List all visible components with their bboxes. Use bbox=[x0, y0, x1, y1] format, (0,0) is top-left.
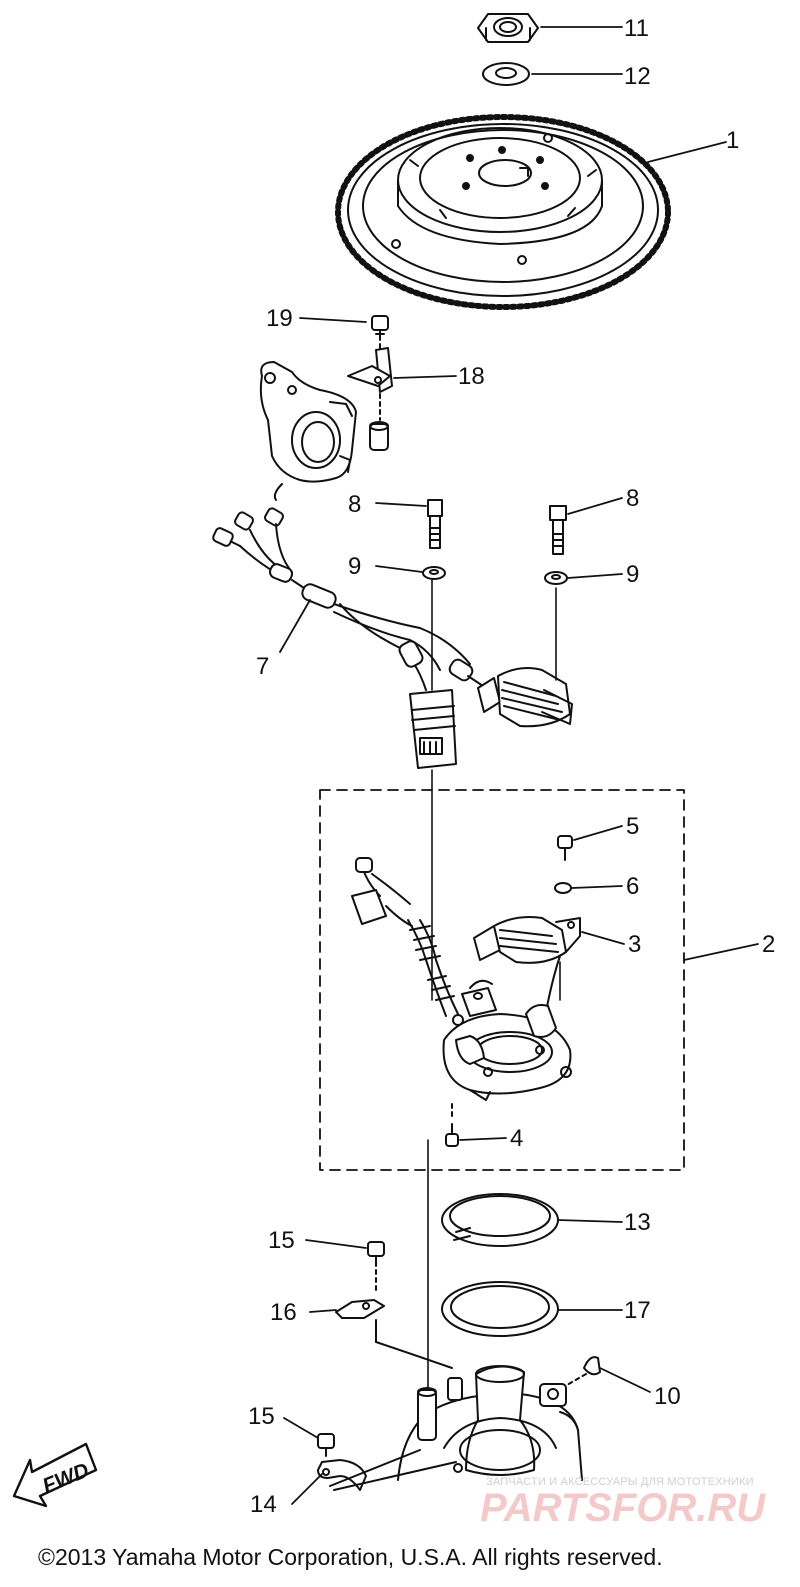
stator-assembly-box bbox=[319, 789, 685, 1171]
part-label-10: 10 bbox=[654, 1383, 681, 1410]
screw-part-15-lower bbox=[317, 1433, 335, 1457]
leader-lines bbox=[279, 26, 759, 1505]
washer-part-9-left bbox=[422, 566, 446, 580]
part-label-12: 12 bbox=[624, 63, 651, 90]
part-label-16: 16 bbox=[270, 1299, 297, 1326]
pulser-coil-upper bbox=[409, 689, 457, 769]
part-label-1: 1 bbox=[726, 127, 739, 154]
part-label-3: 3 bbox=[628, 931, 641, 958]
washer-part-9-right bbox=[544, 571, 568, 585]
part-label-15-lower: 15 bbox=[248, 1403, 275, 1430]
part-label-6: 6 bbox=[626, 873, 639, 900]
washer-part bbox=[482, 62, 530, 86]
flywheel-part bbox=[335, 114, 671, 310]
screw-part-15-upper bbox=[367, 1241, 385, 1291]
part-label-9-right: 9 bbox=[626, 561, 639, 588]
charge-coil-part-3 bbox=[473, 916, 581, 964]
part-label-2: 2 bbox=[762, 931, 775, 958]
bolt-part-8-right bbox=[549, 505, 567, 555]
crankcase-base bbox=[397, 1365, 583, 1481]
washer-part-6 bbox=[554, 882, 572, 894]
clip-part-16 bbox=[335, 1299, 453, 1369]
fwd-direction-arrow bbox=[12, 1442, 98, 1508]
part-label-15-upper: 15 bbox=[268, 1227, 295, 1254]
nut-part bbox=[477, 13, 539, 43]
part-label-9-left: 9 bbox=[348, 553, 361, 580]
part-label-8-right: 8 bbox=[626, 485, 639, 512]
part-label-7: 7 bbox=[256, 653, 269, 680]
ring-part-13 bbox=[441, 1193, 559, 1247]
part-label-14: 14 bbox=[250, 1491, 277, 1518]
screw-part-5 bbox=[557, 835, 573, 861]
charge-coil-upper bbox=[477, 667, 573, 728]
screw-part-4 bbox=[445, 1103, 459, 1147]
part-number-labels: 11 12 1 19 18 8 8 9 9 7 5 6 3 2 4 13 15 … bbox=[248, 15, 775, 1518]
ring-part-17 bbox=[441, 1281, 559, 1337]
base-plate-part bbox=[259, 361, 357, 501]
part-label-11: 11 bbox=[624, 15, 649, 42]
screw-part-19 bbox=[371, 315, 389, 341]
part-label-18: 18 bbox=[458, 363, 485, 390]
part-label-4: 4 bbox=[510, 1125, 523, 1152]
wire-harness-part-7 bbox=[212, 507, 487, 691]
part-label-13: 13 bbox=[624, 1209, 651, 1236]
part-label-5: 5 bbox=[626, 813, 639, 840]
watermark-subtitle: ЗАПЧАСТИ И АКСЕССУАРЫ ДЛЯ МОТОТЕХНИКИ bbox=[486, 1476, 754, 1488]
watermark-brand: PARTSFOR.RU bbox=[480, 1486, 766, 1530]
part-label-17: 17 bbox=[624, 1297, 651, 1324]
part-label-19: 19 bbox=[266, 305, 293, 332]
pulser-coil-left bbox=[461, 979, 497, 1017]
part-label-8-left: 8 bbox=[348, 491, 361, 518]
pulser-coil-right bbox=[455, 1004, 557, 1065]
bolt-part-8-left bbox=[427, 499, 443, 549]
bracket-part-18 bbox=[347, 343, 393, 451]
copyright-notice: ©2013 Yamaha Motor Corporation, U.S.A. A… bbox=[38, 1544, 663, 1570]
